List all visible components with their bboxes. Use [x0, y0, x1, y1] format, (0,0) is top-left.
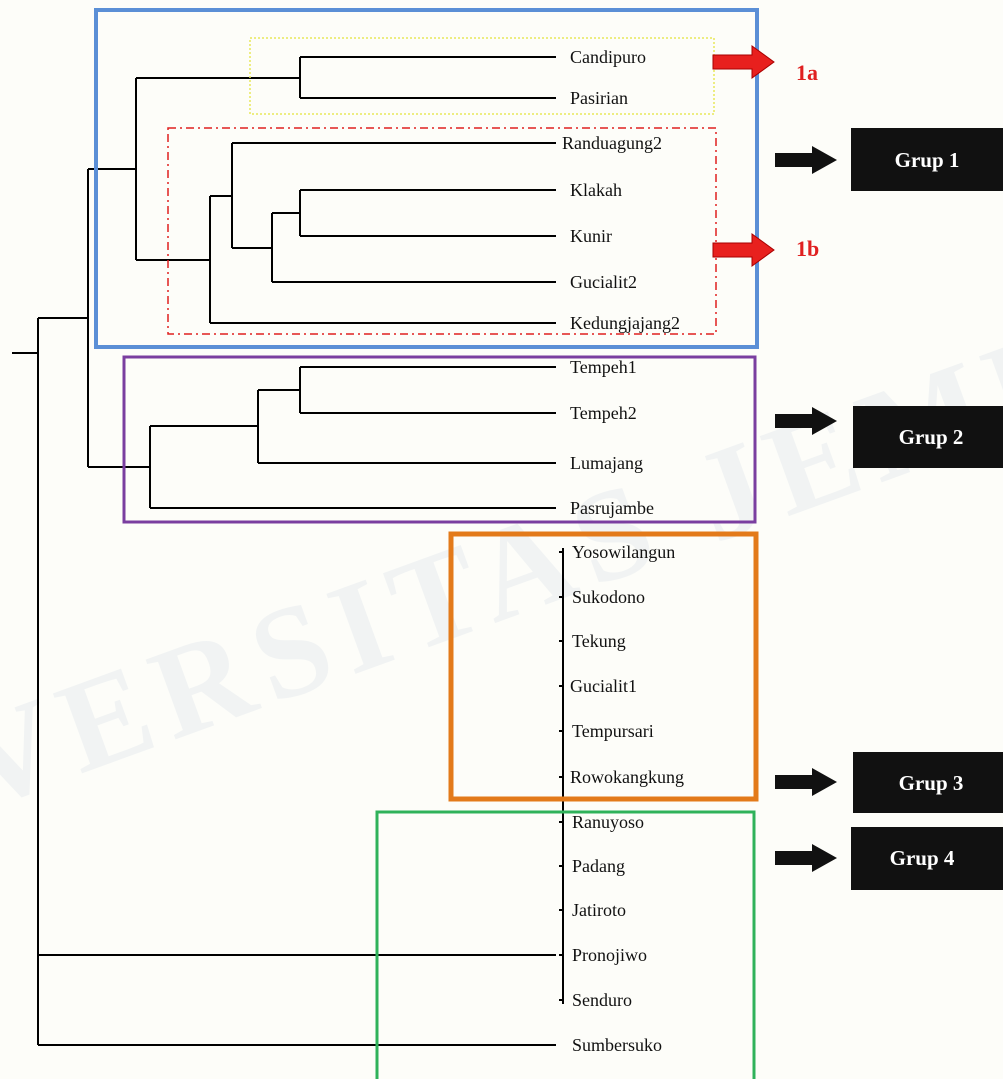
leaf-label-padang: Padang [572, 856, 625, 876]
group-2-label-box [853, 406, 1003, 468]
group-4-label-box [851, 827, 1003, 890]
group-2-label: Grup 2 [899, 425, 964, 449]
group-4-box [375, 810, 756, 1079]
subgroup-1a-label: 1a [796, 60, 818, 85]
leaf-label-klakah: Klakah [570, 180, 622, 200]
group-1-arrow-icon [775, 146, 837, 174]
leaf-label-pronojiwo: Pronojiwo [572, 945, 647, 965]
cluster-boxes [94, 8, 759, 1079]
subgroup-arrows [712, 45, 775, 267]
leaf-label-yosowilangun: Yosowilangun [572, 542, 675, 562]
subgroup-1a-arrow-icon [712, 45, 775, 79]
leaf-label-tempeh2: Tempeh2 [570, 403, 637, 423]
leaf-label-sukodono: Sukodono [572, 587, 645, 607]
group-1-box [94, 8, 759, 349]
group-4-label: Grup 4 [890, 846, 955, 870]
leaf-label-tempursari: Tempursari [572, 721, 654, 741]
leaf-label-ranuyoso: Ranuyoso [572, 812, 644, 832]
subgroup-1b-arrow-icon [712, 233, 775, 267]
leaf-label-senduro: Senduro [572, 990, 632, 1010]
leaf-label-gucialit2: Gucialit2 [570, 272, 637, 292]
leaf-label-tempeh1: Tempeh1 [570, 357, 637, 377]
group-4-arrow-icon [775, 844, 837, 872]
group-3-label-box [853, 752, 1003, 813]
leaf-label-pasirian: Pasirian [570, 88, 628, 108]
subgroup-1a-box [249, 37, 715, 115]
group-arrows [775, 146, 837, 872]
leaf-label-kedungjajang2: Kedungjajang2 [570, 313, 680, 333]
group-1-label-box [851, 128, 1003, 191]
subgroup-labels: 1a 1b [796, 60, 819, 261]
group-1-label: Grup 1 [895, 148, 960, 172]
group-3-arrow-icon [775, 768, 837, 796]
subgroup-1b-label: 1b [796, 236, 819, 261]
watermark-text: UNIVERSITAS JEMBER [0, 225, 1003, 931]
tree-branches [12, 56, 564, 1046]
leaf-label-rowokangkung: Rowokangkung [570, 767, 684, 787]
leaf-label-gucialit1: Gucialit1 [570, 676, 637, 696]
leaf-label-pasrujambe: Pasrujambe [570, 498, 654, 518]
watermark: UNIVERSITAS JEMBER [0, 225, 1003, 931]
leaf-label-lumajang: Lumajang [570, 453, 643, 473]
group-labels: Grup 1 Grup 2 Grup 3 Grup 4 [851, 128, 1003, 890]
leaf-label-tekung: Tekung [572, 631, 626, 651]
subgroup-1b-box [167, 127, 717, 335]
leaf-label-sumbersuko: Sumbersuko [572, 1035, 662, 1055]
leaf-label-jatiroto: Jatiroto [572, 900, 626, 920]
group-2-arrow-icon [775, 407, 837, 435]
leaf-label-candipuro: Candipuro [570, 47, 646, 67]
leaf-labels: CandipuroPasirianRanduagung2KlakahKunirG… [562, 47, 684, 1055]
leaf-label-randuagung2: Randuagung2 [562, 133, 662, 153]
group-3-box [448, 531, 759, 802]
leaf-label-kunir: Kunir [570, 226, 612, 246]
group-3-label: Grup 3 [899, 771, 964, 795]
group-2-box [122, 355, 757, 524]
